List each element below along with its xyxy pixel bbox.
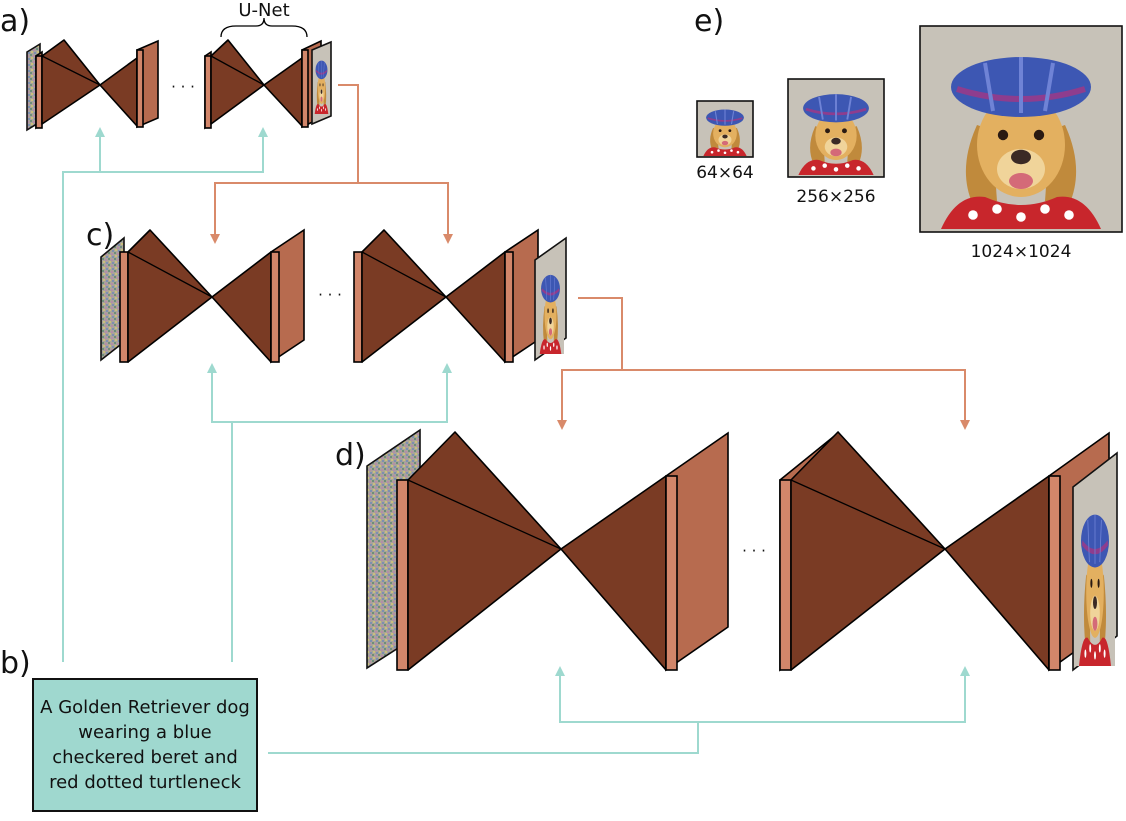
unet-block [396, 431, 729, 672]
panel-c-super-resolution-256: · · · [100, 228, 567, 364]
image-64x64: 64×64 [696, 100, 754, 183]
ellipsis: · · · [742, 542, 766, 560]
unet-block [204, 39, 322, 130]
unet-block [353, 228, 539, 364]
unet-brace [220, 17, 308, 38]
resolution-label: 1024×1024 [971, 242, 1072, 262]
image-256x256: 256×256 [787, 78, 885, 207]
ellipsis: · · · [318, 286, 342, 304]
ellipsis: · · · [171, 78, 195, 96]
text-conditioning-lines [62, 127, 970, 754]
panel-e-label: e) [694, 4, 724, 39]
upsampling-lines [210, 84, 970, 430]
output-image-64 [311, 40, 332, 126]
resolution-label: 256×256 [796, 187, 875, 207]
resolution-label: 64×64 [696, 163, 754, 183]
text-prompt-box: A Golden Retriever dog wearing a blue ch… [32, 678, 258, 812]
panel-d-label: d) [335, 438, 366, 473]
panel-b-label: b) [0, 646, 31, 681]
image-1024x1024: 1024×1024 [919, 25, 1123, 262]
panel-a-base-model: · · · [26, 17, 332, 132]
output-image-256 [534, 236, 567, 362]
panel-e-resolution-comparison: 64×64 256×256 1024×1024 [696, 25, 1123, 262]
panel-a-label: a) [0, 4, 30, 39]
unet-label: U-Net [238, 0, 289, 21]
text-prompt: A Golden Retriever dog wearing a blue ch… [40, 697, 250, 793]
panel-d-super-resolution-1024: · · · [366, 428, 1118, 672]
unet-block [35, 39, 159, 130]
output-image-1024 [1072, 451, 1118, 672]
unet-block [779, 431, 1110, 672]
panel-c-label: c) [86, 218, 114, 253]
unet-block [119, 228, 305, 364]
